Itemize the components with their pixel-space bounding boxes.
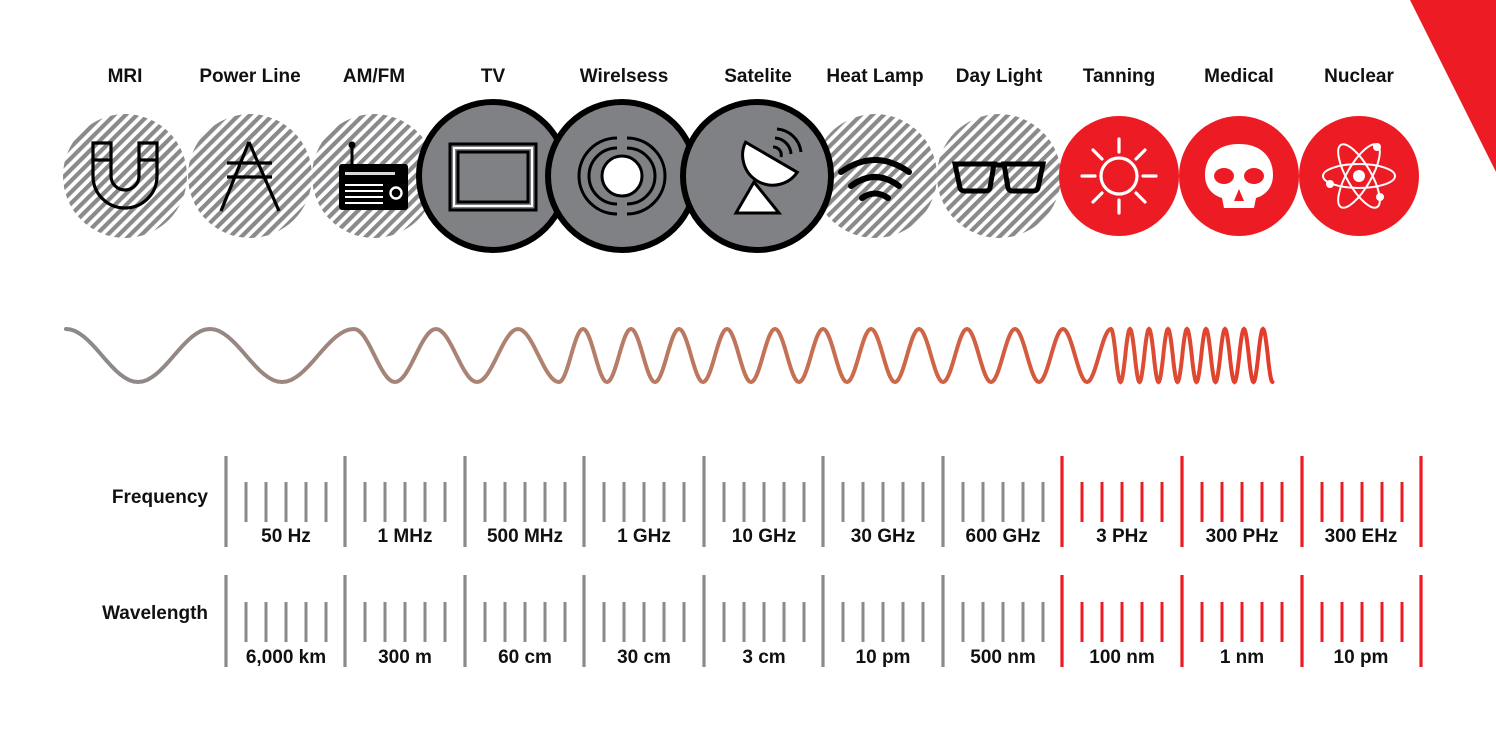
radio-icon bbox=[339, 141, 408, 210]
frequency-value: 1 GHz bbox=[617, 526, 671, 547]
frequency-value: 300 PHz bbox=[1205, 526, 1279, 547]
wavelength-value: 30 cm bbox=[617, 647, 671, 668]
label-satellite: Satelite bbox=[724, 66, 792, 87]
nuclear-badge bbox=[1299, 116, 1419, 236]
mri-badge bbox=[63, 114, 187, 238]
wavelength-value: 10 pm bbox=[855, 647, 911, 668]
frequency-wave bbox=[64, 326, 1275, 385]
wavelength-value: 300 m bbox=[378, 647, 432, 668]
frequency-value: 600 GHz bbox=[965, 526, 1041, 547]
tv-icon bbox=[448, 142, 538, 212]
frequency-scale bbox=[224, 456, 1423, 547]
heat-lamp-badge bbox=[813, 114, 937, 238]
wavelength-value: 3 cm bbox=[742, 647, 786, 668]
wavelength-value: 60 cm bbox=[498, 647, 552, 668]
tv-badge bbox=[416, 99, 570, 253]
wavelength-value: 100 nm bbox=[1089, 647, 1155, 668]
frequency-value: 300 EHz bbox=[1324, 526, 1398, 547]
wavelength-scale bbox=[224, 575, 1423, 667]
label-wireless: Wirelsess bbox=[579, 66, 669, 87]
wavelength-value: 500 nm bbox=[970, 647, 1036, 668]
skull-icon bbox=[1205, 144, 1273, 208]
power-line-badge bbox=[188, 114, 312, 238]
atom-icon bbox=[1322, 143, 1396, 209]
frequency-row-label: Frequency bbox=[111, 487, 208, 508]
wavelength-value: 6,000 km bbox=[245, 647, 327, 668]
frequency-value: 500 MHz bbox=[486, 526, 564, 547]
sun-icon bbox=[1080, 137, 1158, 215]
tanning-badge bbox=[1059, 116, 1179, 236]
frequency-value: 3 PHz bbox=[1096, 526, 1148, 547]
wavelength-value: 1 nm bbox=[1219, 647, 1265, 668]
satellite-dish-icon bbox=[733, 127, 803, 215]
magnet-icon bbox=[91, 141, 159, 210]
label-day-light: Day Light bbox=[955, 66, 1043, 87]
label-power-line: Power Line bbox=[199, 66, 301, 87]
label-tanning: Tanning bbox=[1082, 66, 1156, 87]
label-am-fm: AM/FM bbox=[342, 66, 406, 87]
medical-badge bbox=[1179, 116, 1299, 236]
satellite-badge bbox=[680, 99, 834, 253]
label-heat-lamp: Heat Lamp bbox=[826, 66, 924, 87]
day-light-badge bbox=[937, 114, 1061, 238]
label-tv: TV bbox=[480, 66, 506, 87]
frequency-value: 30 GHz bbox=[850, 526, 916, 547]
wavelength-value: 10 pm bbox=[1333, 647, 1389, 668]
power-tower-icon bbox=[219, 141, 281, 212]
frequency-value: 1 MHz bbox=[377, 526, 433, 547]
frequency-value: 50 Hz bbox=[261, 526, 311, 547]
label-mri: MRI bbox=[107, 66, 143, 87]
wireless-signal-icon bbox=[577, 136, 667, 216]
label-medical: Medical bbox=[1204, 66, 1274, 87]
wavelength-row-label: Wavelength bbox=[102, 603, 208, 624]
frequency-value: 10 GHz bbox=[731, 526, 797, 547]
am-fm-badge bbox=[312, 114, 436, 238]
glasses-icon bbox=[951, 161, 1047, 194]
label-nuclear: Nuclear bbox=[1324, 66, 1394, 87]
heat-waves-icon bbox=[838, 157, 912, 201]
wireless-badge bbox=[545, 99, 699, 253]
corner-triangle bbox=[1410, 0, 1496, 172]
